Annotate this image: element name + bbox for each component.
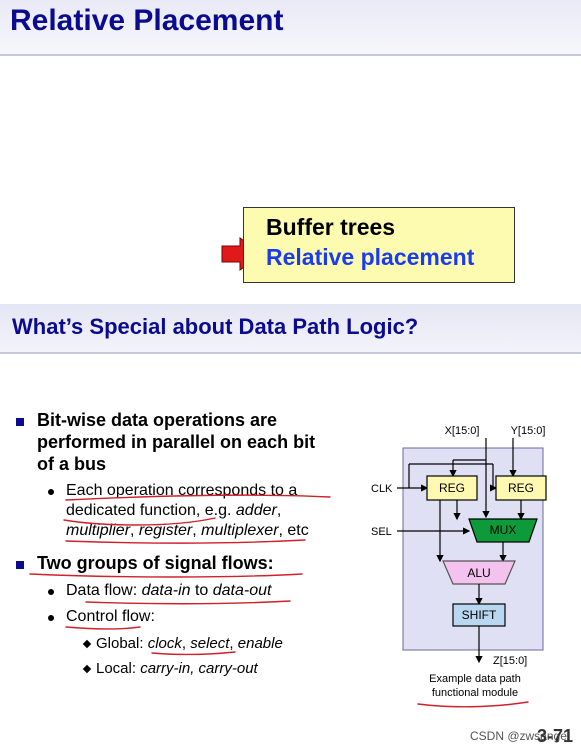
local-item: Local: carry-in, carry-out <box>96 660 258 677</box>
bullet-diamond-icon <box>82 664 92 674</box>
watermark: CSDN @zwsange <box>470 729 567 743</box>
bullet1-line1: Bit-wise data operations are <box>37 410 278 430</box>
bullet-dot-icon <box>48 615 54 621</box>
mux-block <box>468 518 538 543</box>
slide1-title: Relative Placement <box>10 4 284 37</box>
z-output-label: Z[15:0] <box>493 655 527 667</box>
bullet-dot-icon <box>48 589 54 595</box>
callout-buffer-trees: Buffer trees <box>266 214 396 240</box>
data-path-diagram: X[15:0] Y[15:0] CLK REG REG SEL MUX ALU … <box>371 425 547 699</box>
page-number: 3-71 <box>537 726 574 746</box>
callout-relative-placement: Relative placement <box>266 244 475 270</box>
y-input-label: Y[15:0] <box>511 425 546 437</box>
callout-box: Buffer trees Relative placement <box>243 207 515 283</box>
bullet-square-icon <box>16 561 24 569</box>
global-item: Global: clock, select, enable <box>96 635 283 652</box>
sub1-line2: dedicated function, e.g. adder, <box>66 502 282 519</box>
sub1-line1: Each operation corresponds to a <box>66 482 298 499</box>
sel-label: SEL <box>371 526 392 538</box>
slide2-title: What’s Special about Data Path Logic? <box>12 314 419 339</box>
bullet-diamond-icon <box>82 639 92 649</box>
alu-block <box>442 560 516 585</box>
sub1-line3: multiplier, register, multiplexer, etc <box>66 522 309 539</box>
slide2-title-bar: What’s Special about Data Path Logic? <box>0 304 581 354</box>
reg2-label: REG <box>508 481 534 495</box>
caption-line2: functional module <box>432 687 518 699</box>
alu-label: ALU <box>467 566 490 580</box>
control-flow-item: Control flow: <box>66 608 155 625</box>
bullet-dot-icon <box>48 489 54 495</box>
mux-label: MUX <box>490 523 517 537</box>
clk-label: CLK <box>371 483 393 495</box>
reg1-block <box>426 475 478 501</box>
data-flow-item: Data flow: data-in to data-out <box>66 582 272 599</box>
slide1-title-bar: Relative Placement <box>0 0 581 56</box>
caption-line1: Example data path <box>429 673 521 685</box>
bullet1-line2: performed in parallel on each bit <box>37 432 316 452</box>
reg1-label: REG <box>439 481 465 495</box>
bullet2: Two groups of signal flows: <box>37 553 274 573</box>
x-input-label: X[15:0] <box>445 425 480 437</box>
bullet-square-icon <box>16 418 24 426</box>
shift-label: SHIFT <box>462 608 497 622</box>
bullet1-line3: of a bus <box>37 454 107 474</box>
reg2-block <box>495 475 547 501</box>
